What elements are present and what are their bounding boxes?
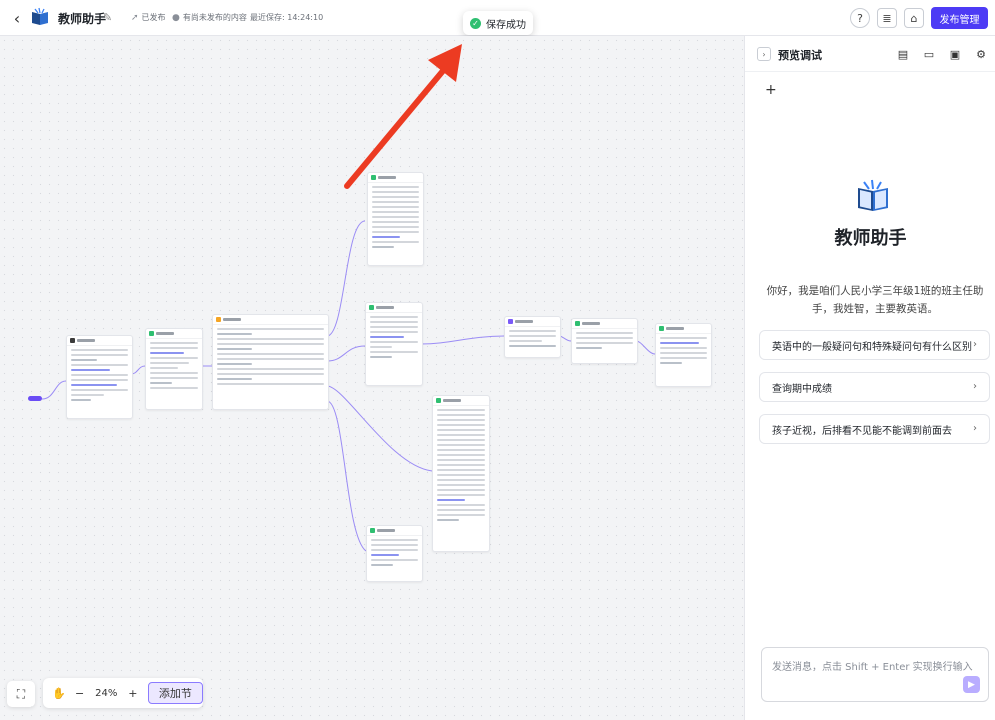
send-icon[interactable]: ▶ [963, 676, 980, 693]
workflow-node[interactable] [145, 328, 203, 410]
suggestion-item[interactable]: 查询期中成绩 › [759, 372, 990, 402]
debug-icon[interactable]: ▣ [949, 47, 961, 61]
publish-button[interactable]: 发布管理 [931, 7, 988, 29]
zoom-level: 24% [95, 687, 118, 699]
greeting-text: 你好，我是咱们人民小学三年级1班的班主任助手，我姓智，主要教英语。 [766, 285, 984, 315]
workflow-node[interactable] [571, 318, 638, 364]
unpublished-status: ● 有尚未发布的内容 [172, 12, 247, 23]
bot-name: 教师助手 [834, 228, 907, 249]
layout-icon[interactable]: ▤ [897, 47, 909, 61]
preview-panel: › 预览调试 ▤ ▭ ▣ ⚙ + 教师助手 你好，我是咱们人民小学三年级1班的班… [744, 36, 995, 720]
hand-icon[interactable]: ✋ [51, 686, 66, 700]
app-title: 教师助手 [58, 12, 107, 26]
help-icon[interactable]: ? [850, 8, 870, 28]
workflow-canvas[interactable] [0, 36, 744, 720]
panel-header: › 预览调试 ▤ ▭ ▣ ⚙ [745, 36, 995, 72]
last-saved: 最近保存: 14:24:10 [250, 13, 324, 22]
suggestion-item[interactable]: 孩子近视，后排看不见能不能调到前面去 › [759, 414, 990, 444]
workflow-node[interactable] [367, 172, 424, 266]
input-placeholder: 发送消息，点击 Shift + Enter 实现换行输入 [772, 662, 973, 673]
collapse-icon[interactable]: › [757, 47, 771, 61]
bot-avatar-icon [858, 179, 888, 211]
workflow-node[interactable] [366, 525, 423, 582]
workflow-node[interactable] [66, 335, 133, 419]
zoom-in-icon[interactable]: + [128, 686, 138, 700]
add-node-button[interactable]: 添加节 [147, 682, 204, 704]
book-logo-icon [32, 7, 48, 25]
start-pill[interactable] [28, 396, 42, 401]
settings-icon[interactable]: ⚙ [976, 47, 986, 61]
chevron-right-icon: › [973, 339, 977, 350]
published-status: ➚ 已发布 [131, 12, 166, 23]
zoom-out-icon[interactable]: − [74, 686, 85, 700]
chevron-right-icon: › [973, 423, 977, 434]
suggestion-item[interactable]: 英语中的一般疑问句和特殊疑问句有什么区别 › [759, 330, 990, 360]
device-icon[interactable]: ▭ [923, 47, 935, 61]
panel-title: 预览调试 [778, 49, 822, 62]
workflow-node[interactable] [432, 395, 490, 552]
workflow-node[interactable] [655, 323, 712, 387]
workflow-node[interactable] [504, 316, 561, 358]
fit-view-icon[interactable]: ⛶ [7, 681, 35, 707]
canvas-toolbar: ✋ − 24% + 添加节 [43, 678, 204, 708]
new-chat-icon[interactable]: + [765, 82, 777, 98]
message-input[interactable]: 发送消息，点击 Shift + Enter 实现换行输入 ▶ [761, 647, 989, 702]
chevron-right-icon: › [973, 381, 977, 392]
document-icon[interactable]: ≣ [877, 8, 897, 28]
edit-icon[interactable]: ✎ [103, 11, 113, 24]
rocket-icon: ➚ [131, 12, 139, 23]
workflow-node[interactable] [365, 302, 423, 386]
save-toast: ✓ 保存成功 [463, 11, 533, 35]
workflow-node[interactable] [212, 314, 329, 410]
check-icon: ✓ [470, 17, 481, 29]
info-icon: ● [172, 12, 180, 23]
save-icon[interactable]: ⌂ [904, 8, 924, 28]
back-icon[interactable]: ‹ [13, 8, 21, 28]
